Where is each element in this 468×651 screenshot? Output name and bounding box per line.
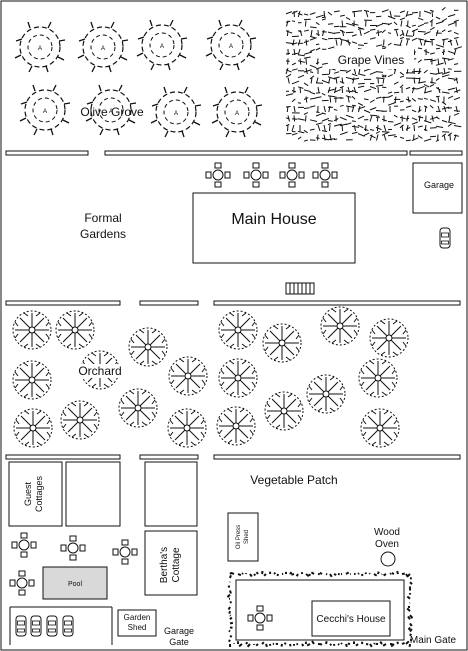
olive-tree-icon <box>19 84 71 136</box>
car-icon <box>62 615 74 637</box>
grape-vines <box>285 7 463 142</box>
patio-table-icon <box>11 532 37 558</box>
guest-cottage-2 <box>65 461 121 527</box>
grape-vines-label: Grape Vines <box>338 53 405 67</box>
garage-label: Garage <box>424 180 454 190</box>
olive-tree-icon <box>77 21 129 73</box>
fruit-tree-icon <box>216 406 256 446</box>
steps <box>285 282 315 295</box>
car-icon <box>439 227 451 249</box>
walls <box>5 150 463 460</box>
fruit-tree-icon <box>167 408 207 448</box>
patio-table-icon <box>9 570 35 596</box>
orchard-label: Orchard <box>78 364 121 378</box>
guest-cottages-label-line1: Guest <box>23 481 33 506</box>
car-icon <box>30 615 42 637</box>
car-icon <box>46 615 58 637</box>
fruit-tree-icon <box>358 358 398 398</box>
fruit-tree-icon <box>320 306 360 346</box>
olive-tree-icon <box>205 19 257 71</box>
patio-table-icon <box>112 539 138 565</box>
formal-gardens-label-line1: Formal <box>84 211 121 225</box>
olive-grove <box>14 19 263 138</box>
fruit-tree-icon <box>12 310 52 350</box>
fruit-tree-icon <box>118 388 158 428</box>
patio-table-icon <box>60 535 86 561</box>
fruit-tree-icon <box>12 360 52 400</box>
olive-tree-icon <box>211 86 263 138</box>
patio-table-icon <box>279 162 305 188</box>
fruit-tree-icon <box>306 374 346 414</box>
pool-label: Pool <box>68 581 82 588</box>
main-house-label: Main House <box>231 211 316 228</box>
fruit-tree-icon <box>55 310 95 350</box>
fruit-tree-icon <box>218 358 258 398</box>
cecchi-hedge <box>226 570 414 648</box>
vegetable-patch-label: Vegetable Patch <box>250 473 337 487</box>
olive-tree-icon <box>136 19 188 71</box>
olive-grove-label: Olive Grove <box>80 105 144 119</box>
patio-table-icon <box>243 162 269 188</box>
garden-shed <box>117 609 157 637</box>
fruit-tree-icon <box>128 327 168 367</box>
garden-shed-label-line1: Garden <box>124 613 151 622</box>
fruit-tree-icon <box>13 408 53 448</box>
guest-cottage-1 <box>8 461 63 527</box>
olive-tree-icon <box>14 21 66 73</box>
guest-cottages-label-line2: Cottages <box>34 475 44 512</box>
car-icon <box>15 615 27 637</box>
fruit-tree-icon <box>168 356 208 396</box>
patio-table-icon <box>247 605 273 631</box>
main-gate-label: Main Gate <box>410 635 457 646</box>
olive-tree-icon <box>150 86 202 138</box>
orchard <box>12 306 409 448</box>
patio-table-icon <box>205 162 231 188</box>
berthas-cottage-label-line2: Cottage <box>171 547 182 582</box>
berthas-cottage-label-line1: Bertha's <box>159 547 170 583</box>
oil-press-shed <box>227 512 259 562</box>
wood-oven-label-line1: Wood <box>374 527 400 538</box>
wood-oven-icon <box>380 551 396 567</box>
bertha-cottage-upper <box>144 461 198 527</box>
oil-press-shed-label-line2: Shed <box>244 530 250 544</box>
fruit-tree-icon <box>369 318 409 358</box>
cecchis-house-label: Cecchi's House <box>316 614 386 625</box>
garage-gate-label-line1: Garage <box>164 626 194 636</box>
pool <box>42 566 108 600</box>
fruit-tree-icon <box>360 408 400 448</box>
garage-building <box>412 162 463 214</box>
cecchis-house-building <box>311 600 391 637</box>
fruit-tree-icon <box>262 323 302 363</box>
patio-table-icon <box>312 162 338 188</box>
wood-oven-label-line2: Oven <box>375 539 399 550</box>
parking <box>9 606 113 645</box>
garden-shed-label-line2: Shed <box>128 623 147 632</box>
fruit-tree-icon <box>264 391 304 431</box>
garage-gate-label-line2: Gate <box>169 637 189 647</box>
fruit-tree-icon <box>60 400 100 440</box>
formal-gardens-label-line2: Gardens <box>80 227 126 241</box>
fruit-tree-icon <box>218 310 258 350</box>
berthas-cottage <box>144 530 198 596</box>
oil-press-shed-label-line1: Oil Press <box>236 525 242 549</box>
main-house-building <box>192 192 356 264</box>
